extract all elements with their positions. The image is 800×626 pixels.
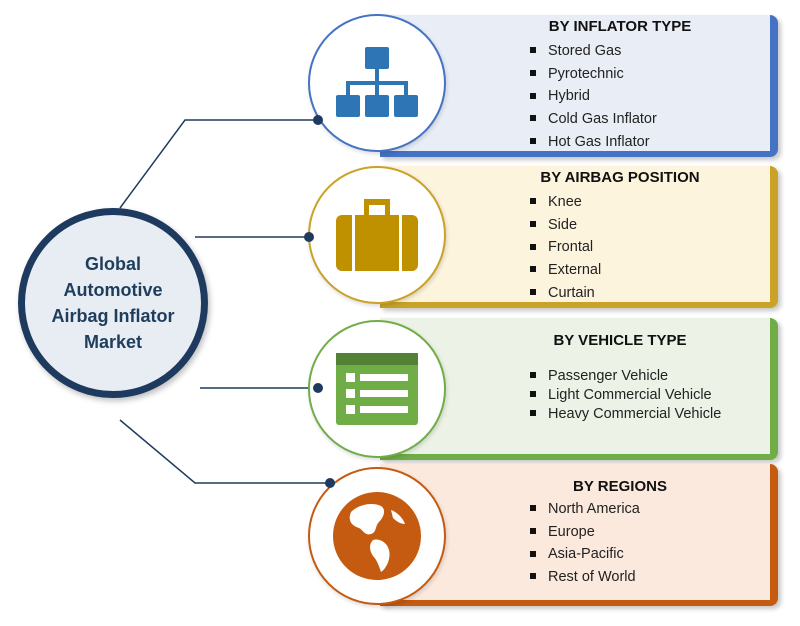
list-item: Side	[530, 214, 601, 237]
list-item: Frontal	[530, 236, 601, 259]
list-item: Stored Gas	[530, 40, 657, 63]
bullet	[530, 92, 536, 99]
connector-dot	[313, 383, 323, 393]
list-item: Cold Gas Inflator	[530, 108, 657, 131]
list-item: Light Commercial Vehicle	[530, 386, 721, 405]
icon-circle	[308, 14, 446, 152]
list-item: Europe	[530, 521, 640, 544]
bullet	[530, 410, 536, 417]
hierarchy-icon	[336, 47, 418, 117]
list-item: Rest of World	[530, 566, 640, 589]
bullet	[530, 372, 536, 379]
panel: BY INFLATOR TYPE Stored Gas Pyrotechnic …	[380, 15, 778, 157]
bullet	[530, 266, 536, 273]
panel: BY REGIONS North America Europe Asia-Pac…	[380, 464, 778, 606]
bullet	[530, 550, 536, 557]
panel: BY AIRBAG POSITION Knee Side Frontal Ext…	[380, 166, 778, 308]
connector-dot	[325, 478, 335, 488]
bullet	[530, 198, 536, 205]
list-item: Knee	[530, 191, 601, 214]
icon-circle	[308, 467, 446, 605]
bullet	[530, 69, 536, 76]
central-hub: Global Automotive Airbag Inflator Market	[18, 208, 208, 398]
bullet	[530, 288, 536, 295]
segment-title: BY REGIONS	[573, 478, 667, 495]
item-list: Passenger Vehicle Light Commercial Vehic…	[530, 367, 721, 424]
list-item: Hot Gas Inflator	[530, 131, 657, 154]
segment-title: BY INFLATOR TYPE	[548, 18, 692, 35]
connector-dot	[304, 232, 314, 242]
bullet	[530, 505, 536, 512]
item-list: North America Europe Asia-Pacific Rest o…	[530, 498, 640, 589]
segment-title: BY AIRBAG POSITION	[540, 169, 700, 186]
list-item: Heavy Commercial Vehicle	[530, 405, 721, 424]
bullet	[530, 527, 536, 534]
segment-title: BY VEHICLE TYPE	[553, 332, 687, 349]
list-item: External	[530, 259, 601, 282]
globe-icon	[333, 492, 421, 580]
bullet	[530, 573, 536, 580]
list-item: Asia-Pacific	[530, 543, 640, 566]
icon-circle	[308, 320, 446, 458]
bullet	[530, 47, 536, 54]
list-item: Pyrotechnic	[530, 63, 657, 86]
list-item: North America	[530, 498, 640, 521]
bullet	[530, 115, 536, 122]
bullet	[530, 243, 536, 250]
connector-dot	[313, 115, 323, 125]
item-list: Knee Side Frontal External Curtain	[530, 191, 601, 304]
list-item: Passenger Vehicle	[530, 367, 721, 386]
icon-circle	[308, 166, 446, 304]
list-item: Curtain	[530, 282, 601, 305]
panel: BY VEHICLE TYPE Passenger Vehicle Light …	[380, 318, 778, 460]
hub-title: Global Automotive Airbag Inflator Market	[51, 254, 175, 352]
item-list: Stored Gas Pyrotechnic Hybrid Cold Gas I…	[530, 40, 657, 153]
list-item: Hybrid	[530, 85, 657, 108]
bullet	[530, 391, 536, 398]
list-window-icon	[336, 353, 418, 425]
suitcase-icon	[336, 199, 418, 271]
bullet	[530, 137, 536, 144]
bullet	[530, 220, 536, 227]
